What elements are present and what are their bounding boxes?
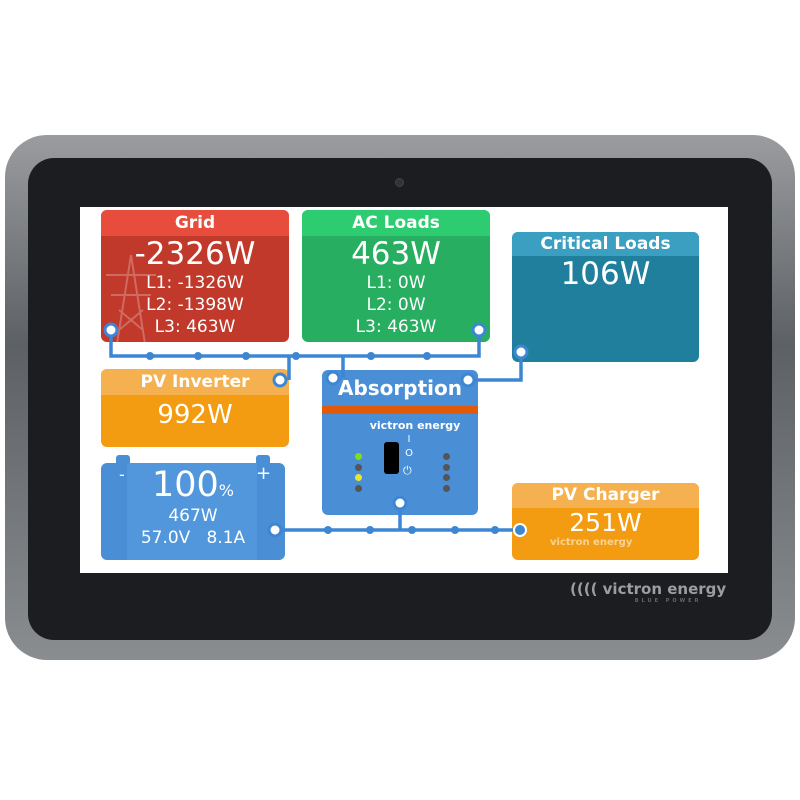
pv-inverter-title: PV Inverter <box>101 369 289 395</box>
battery-power: 467W <box>168 506 218 526</box>
critical-loads-title: Critical Loads <box>512 232 699 256</box>
battery-soc: 100 <box>151 465 219 505</box>
battery-soc-unit: % <box>218 481 234 500</box>
grid-title: Grid <box>101 210 289 236</box>
pv-charger-title: PV Charger <box>512 483 699 508</box>
brand-name: victron energy <box>602 580 727 598</box>
led-yellow <box>355 474 362 481</box>
flow-line-ac-bus <box>109 330 481 358</box>
ac-loads-l3: L3: 463W <box>355 317 437 337</box>
connector-battery <box>267 522 283 538</box>
ac-loads-l1: L1: 0W <box>366 273 426 293</box>
power-icon: ⏻ <box>403 464 412 477</box>
grid-l1: L1: -1326W <box>146 273 244 293</box>
pv-charger-tile[interactable]: PV Charger 251W victron energy <box>512 483 699 560</box>
switch-off-label: O <box>405 448 413 459</box>
battery-vi: 57.0V 8.1A <box>101 527 285 549</box>
led-off <box>443 453 450 460</box>
state-bar <box>322 406 478 414</box>
led-off <box>355 485 362 492</box>
inverter-brand: victron energy <box>369 419 461 432</box>
led-off <box>443 464 450 471</box>
inverter-state: Absorption <box>337 376 462 400</box>
battery-tile[interactable]: - + 100% 467W 57.0V 8.1A <box>101 463 285 560</box>
battery-terminal-minus <box>116 455 130 464</box>
connector-pv-inverter <box>272 372 288 388</box>
battery-current: 8.1A <box>206 528 246 548</box>
critical-loads-total: 106W <box>560 256 651 292</box>
connector-ac <box>471 322 487 338</box>
led-green <box>355 453 362 460</box>
grid-l2: L2: -1398W <box>146 295 244 315</box>
pv-inverter-total: 992W <box>157 400 233 430</box>
logo-swirl-icon: (((( <box>570 580 598 598</box>
led-off <box>443 485 450 492</box>
led-off <box>443 474 450 481</box>
ac-loads-tile[interactable]: AC Loads 463W L1: 0W L2: 0W L3: 463W <box>302 210 490 342</box>
connector-grid <box>103 322 119 338</box>
camera-icon <box>395 178 404 187</box>
connector-inverter-critical <box>460 372 476 388</box>
battery-voltage: 57.0V <box>140 528 191 548</box>
battery-inner <box>127 463 257 560</box>
ac-loads-l2: L2: 0W <box>366 295 426 315</box>
connector-pv-charger <box>513 523 527 537</box>
inverter-tile[interactable]: Absorption victron energy I O ⏻ <box>322 370 478 515</box>
switch-on-label: I <box>407 434 411 445</box>
pv-charger-brand: victron energy <box>550 537 633 548</box>
grid-total: -2326W <box>134 236 256 272</box>
ac-loads-title: AC Loads <box>302 210 490 236</box>
battery-soc-row: 100% <box>101 465 285 505</box>
connector-inverter-ac <box>325 370 341 386</box>
pv-inverter-tile[interactable]: PV Inverter 992W <box>101 369 289 447</box>
ac-loads-total: 463W <box>351 236 441 272</box>
flow-line-critical <box>468 352 523 382</box>
pv-charger-total: 251W <box>569 508 642 537</box>
pylon-icon <box>106 254 156 342</box>
grid-l3: L3: 463W <box>154 317 236 337</box>
led-off <box>355 464 362 471</box>
connector-critical <box>513 344 529 360</box>
battery-terminal-plus <box>256 455 270 464</box>
grid-tile[interactable]: Grid -2326W L1: -1326W L2: -1398W L3: 46… <box>101 210 289 342</box>
critical-loads-tile[interactable]: Critical Loads 106W <box>512 232 699 362</box>
flow-dots <box>146 352 499 534</box>
battery-plus: + <box>256 463 272 484</box>
brand-tagline: BLUE POWER <box>634 598 702 604</box>
connector-inverter-dc <box>392 495 408 511</box>
battery-minus: - <box>119 465 125 484</box>
display-window <box>384 442 399 474</box>
